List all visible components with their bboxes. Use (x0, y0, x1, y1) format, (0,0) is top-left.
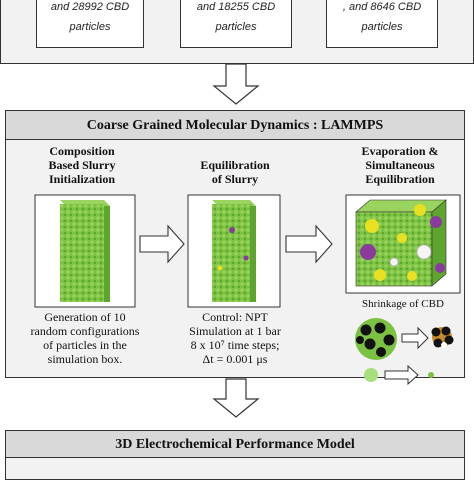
top-box-3-line2: particles (361, 21, 403, 33)
top-box-1: and 28992 CBD particles (36, 0, 144, 48)
top-box-1-line1: and 28992 CBD (50, 1, 130, 13)
step1-caption-line3: of particles in the (43, 338, 127, 352)
top-box-2-line1: and 18255 CBD (196, 1, 276, 13)
down-arrow-2 (212, 378, 260, 418)
md-panel-title: Coarse Grained Molecular Dynamics : LAMM… (86, 118, 384, 133)
md-panel-header: Coarse Grained Molecular Dynamics : LAMM… (5, 110, 465, 140)
step3-heading-line1: Evaporation & (361, 144, 439, 158)
top-box-2-line2: particles (215, 21, 257, 33)
step1-caption-line1: Generation of 10 (44, 310, 126, 324)
shrinkage-label: Shrinkage of CBD (362, 298, 444, 310)
step1-heading: Composition Based Slurry Initialization (22, 144, 142, 186)
step1-caption: Generation of 10 random configurations o… (20, 310, 150, 366)
step3-heading: Evaporation & Simultaneous Equilibration (338, 144, 462, 186)
step2-caption-line1: Control: NPT (202, 310, 268, 324)
step2-heading-line1: Equilibration (200, 158, 270, 172)
step2-caption-line3: 8 x 10⁷ time steps; (190, 338, 280, 352)
bottom-panel-header: 3D Electrochemical Performance Model (5, 430, 465, 458)
top-box-1-line2: particles (69, 21, 111, 33)
step2-caption-line2: Simulation at 1 bar (189, 324, 281, 338)
top-box-3-line1: , and 8646 CBD (342, 1, 422, 13)
top-box-2: and 18255 CBD particles (180, 0, 292, 48)
top-box-3: , and 8646 CBD particles (326, 0, 438, 48)
step2-heading-line2: of Slurry (211, 172, 259, 186)
step3-heading-line2: Simultaneous (365, 158, 435, 172)
step2-caption-line4: Δt = 0.001 μs (202, 352, 268, 366)
step3-heading-line3: Equilibration (365, 172, 435, 186)
step2-caption: Control: NPT Simulation at 1 bar 8 x 10⁷… (176, 310, 294, 366)
step1-heading-line2: Based Slurry (48, 158, 116, 172)
step1-heading-line1: Composition (49, 144, 115, 158)
bottom-panel-title: 3D Electrochemical Performance Model (115, 437, 355, 452)
step1-heading-line3: Initialization (48, 172, 115, 186)
step1-caption-line4: simulation box. (47, 352, 123, 366)
step2-heading: Equilibration of Slurry (180, 158, 290, 186)
step1-caption-line2: random configurations (30, 324, 140, 338)
